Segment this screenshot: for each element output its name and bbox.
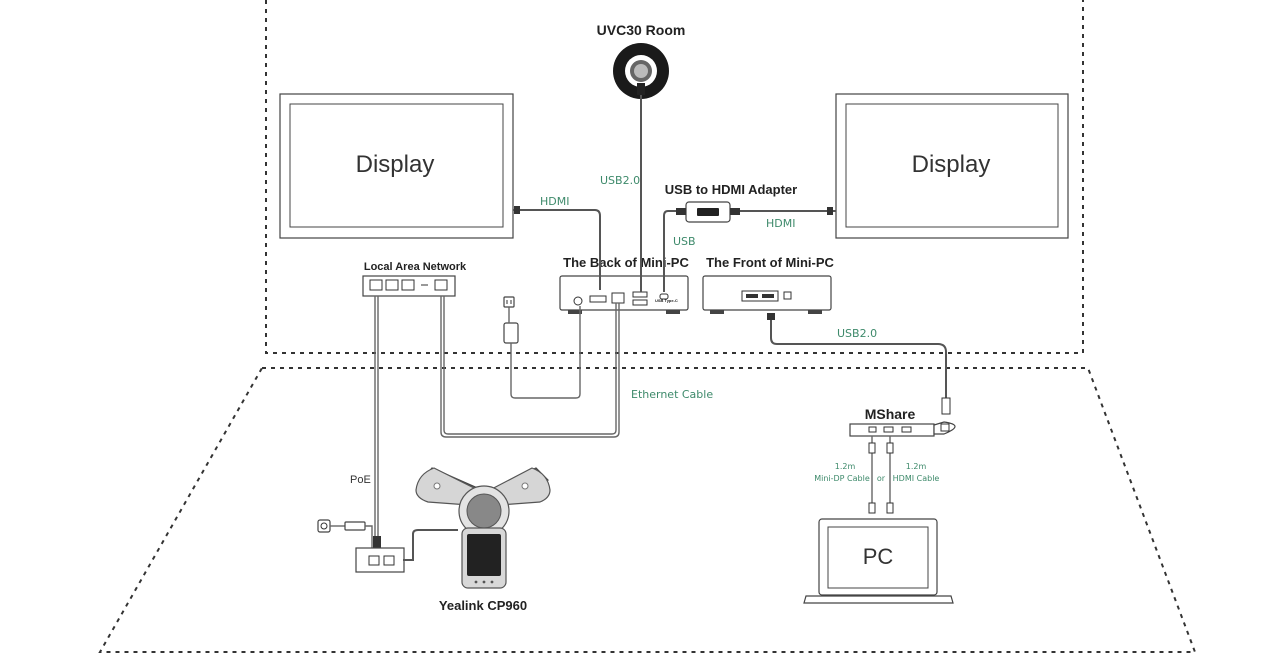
usb20-front-label: USB2.0 [837,327,877,340]
usb-label: USB [673,235,696,248]
poe-label: PoE [350,474,371,486]
yealink-cp960 [415,467,551,589]
uvc30-camera [613,43,669,99]
usb20-top-label: USB2.0 [600,174,640,187]
or-label: or [877,474,886,483]
back-minipc-label: The Back of Mini-PC [563,255,689,270]
hdmi-length-label: 1.2m [906,462,927,471]
hdmi-cable-label: HDMI Cable [893,474,940,483]
usb-type-c-label: USB Type-C [655,298,678,303]
lan-label: Local Area Network [364,261,467,273]
yealink-label: Yealink CP960 [439,598,527,613]
poe-outlet-icon [317,519,331,533]
minidp-length-label: 1.2m [835,462,856,471]
display-right [835,93,1069,239]
usb-hdmi-adapter-label: USB to HDMI Adapter [665,182,797,197]
pc-laptop [803,518,954,604]
minipc-front [702,275,832,314]
minidp-cable-label: Mini-DP Cable [814,474,870,483]
lan-switch [362,275,456,297]
hdmi-right-label: HDMI [766,217,795,230]
poe-injector [330,521,458,573]
mshare-cables [868,436,894,514]
front-minipc-label: The Front of Mini-PC [706,255,834,270]
pc-label: PC [863,544,894,569]
ethernet-label: Ethernet Cable [631,388,713,401]
mshare-label: MShare [865,406,916,422]
display-left-label: Display [356,151,435,178]
power-outlet-icon [503,296,515,308]
usb-hdmi-adapter [676,201,740,223]
display-right-label: Display [912,151,991,178]
minipc-back [559,275,689,314]
hdmi-left-label: HDMI [540,195,569,208]
power-adapter [503,322,519,344]
room-floor-boundary [98,367,1197,653]
uvc30-label: UVC30 Room [597,22,686,38]
mshare-device [849,421,956,437]
display-left [279,93,514,239]
cables-top [374,95,951,540]
